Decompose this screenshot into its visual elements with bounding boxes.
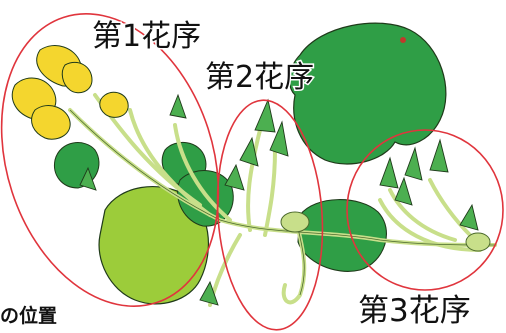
stem-joint-right (465, 232, 491, 252)
inflorescence-3-ellipse (346, 129, 504, 291)
stem-joint (280, 211, 310, 233)
caption-text: の位置 (0, 305, 58, 327)
leaf-large-top-right (288, 22, 447, 165)
inflorescence-1-ellipse (0, 13, 220, 307)
leaf-spot (400, 37, 406, 43)
inflorescence-1-label: 第1花序 (90, 19, 202, 54)
inflorescence-2-label: 第2花序 (203, 60, 315, 95)
yellow-flowers (11, 45, 129, 140)
flower-buds (79, 93, 479, 306)
inflorescence-3-label: 第3花序 (357, 293, 473, 329)
inflorescence-2-ellipse (216, 99, 324, 331)
